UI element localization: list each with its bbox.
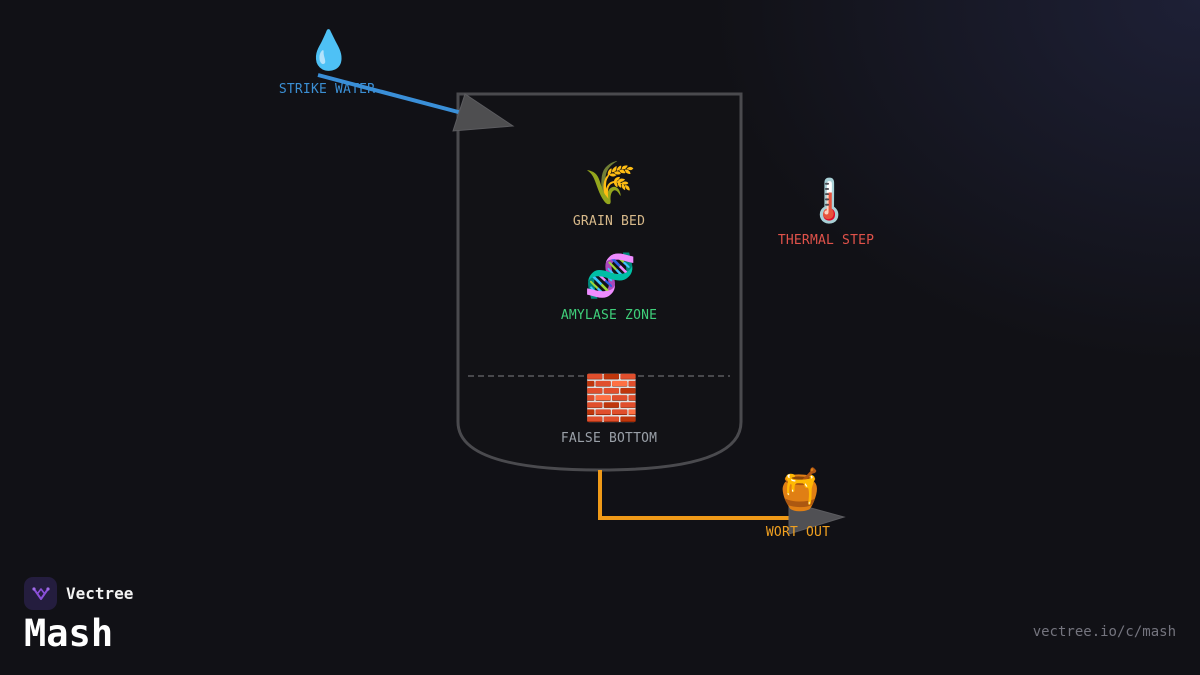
thermal-step-label: THERMAL STEP bbox=[777, 233, 875, 248]
thermometer-icon: 🌡️ bbox=[803, 176, 856, 225]
edge-strike-water-to-grain-bed bbox=[317, 73, 463, 115]
edge-false-bottom-to-wort-out bbox=[598, 470, 792, 520]
water-drop-icon: 💧 bbox=[305, 28, 353, 72]
amylase-zone-label: AMYLASE ZONE bbox=[560, 308, 658, 323]
brand-name: Vectree bbox=[66, 584, 134, 603]
edge-wort-out-arrowhead bbox=[788, 501, 846, 535]
edge-strike-water-arrowhead bbox=[452, 93, 515, 132]
honey-pot-icon: 🍯 bbox=[775, 467, 825, 513]
brick-icon: 🧱 bbox=[584, 373, 639, 424]
wort-out-label: WORT OUT bbox=[765, 525, 831, 540]
page-url[interactable]: vectree.io/c/mash bbox=[1032, 624, 1176, 640]
vectree-logo-icon bbox=[24, 577, 57, 610]
brand[interactable]: Vectree bbox=[24, 577, 133, 610]
grain-bed-label: GRAIN BED bbox=[572, 214, 646, 229]
wheat-icon: 🌾 bbox=[584, 158, 637, 207]
page-title: Mash bbox=[24, 612, 114, 655]
false-bottom-label: FALSE BOTTOM bbox=[560, 431, 658, 446]
strike-water-label: STRIKE WATER bbox=[278, 82, 376, 97]
dna-icon: 🧬 bbox=[584, 251, 637, 300]
